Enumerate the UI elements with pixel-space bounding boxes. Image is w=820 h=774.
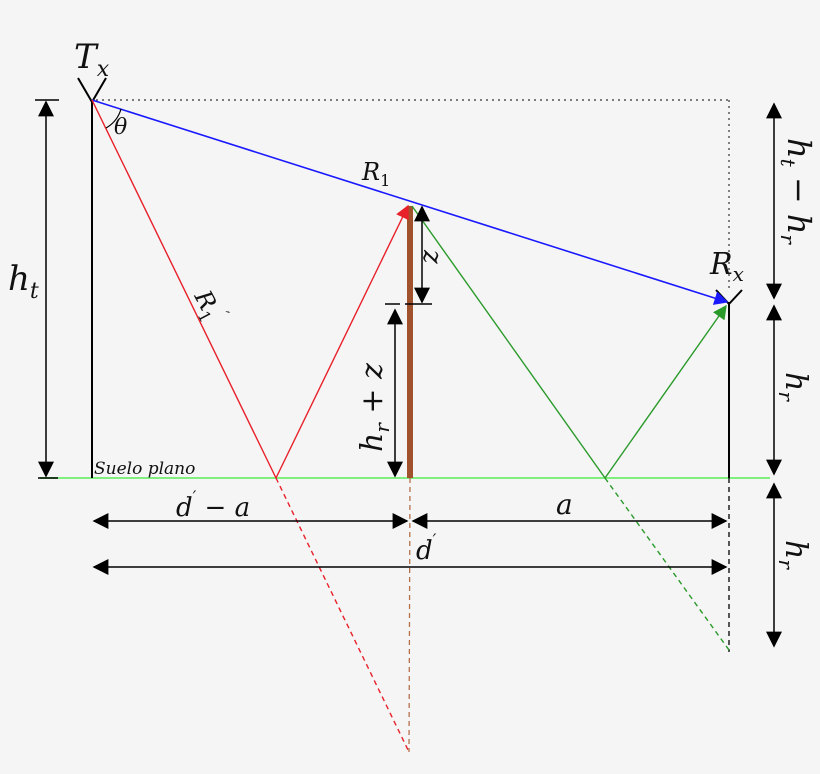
label-r1: R1 xyxy=(361,158,390,190)
label-a: a xyxy=(556,488,573,521)
label-theta: θ xyxy=(114,115,127,140)
reflected-ray-green xyxy=(411,205,730,651)
theta-arc xyxy=(105,108,122,129)
label-hr-lower: hr xyxy=(774,540,813,570)
label-d-prime: d′ xyxy=(416,530,437,566)
label-hr-plus-z: hr + z xyxy=(355,363,394,452)
obstacle xyxy=(407,206,413,753)
dimension-arrows xyxy=(38,100,782,648)
reflected-ray-red xyxy=(91,99,410,753)
receiver xyxy=(715,289,743,652)
guide-lines xyxy=(96,99,730,290)
label-ht-minus-hr: ht − hr xyxy=(776,138,818,245)
label-d-prime-minus-a: d′ − a xyxy=(176,487,250,523)
label-rx: Rx xyxy=(709,247,744,286)
label-ground: Suelo plano xyxy=(94,459,195,479)
label-hr-upper: hr xyxy=(774,372,813,402)
transmitter xyxy=(35,77,107,478)
label-z: z xyxy=(417,249,447,264)
label-tx: Tx xyxy=(74,37,110,82)
label-ht: ht xyxy=(8,259,39,304)
direct-ray-r1 xyxy=(91,99,729,305)
